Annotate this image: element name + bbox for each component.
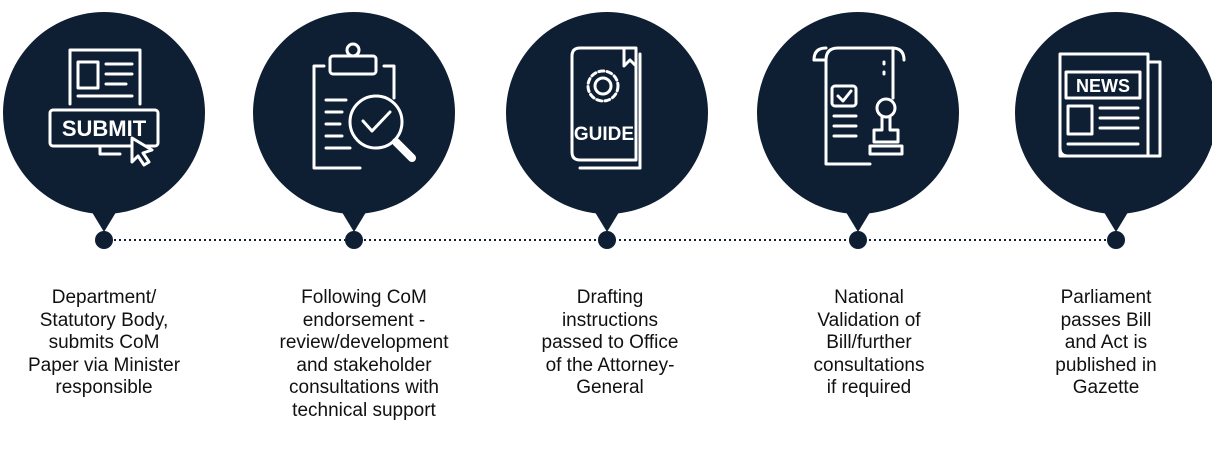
guide-book-icon: GUIDE — [570, 46, 642, 170]
step-1-node: SUBMIT — [3, 12, 205, 249]
step-1-circle — [3, 12, 205, 214]
step-3-caption: Drafting instructions passed to Office o… — [541, 287, 679, 398]
step-3-circle — [506, 12, 708, 214]
document-stamp-icon — [812, 46, 906, 166]
step-3-node: GUIDE — [506, 12, 708, 249]
step-5-caption: Parliament passes Bill and Act is publis… — [1055, 287, 1157, 398]
step-2-circle — [253, 12, 455, 214]
submit-document-icon: SUBMIT — [48, 48, 160, 167]
clipboard-review-icon — [312, 42, 416, 170]
step-5-icon-text: NEWS — [1076, 76, 1130, 96]
step-1-dot — [95, 231, 113, 249]
step-3-dot — [598, 231, 616, 249]
step-2-node — [253, 12, 455, 249]
step-4-caption: National Validation of Bill/further cons… — [813, 287, 925, 398]
step-1-icon-text: SUBMIT — [62, 116, 147, 141]
step-5-dot — [1107, 231, 1125, 249]
step-4-node — [757, 12, 959, 249]
newspaper-icon: NEWS — [1058, 52, 1162, 158]
step-4-dot — [849, 231, 867, 249]
step-4-circle — [757, 12, 959, 214]
step-2-caption: Following CoM endorsement - review/devel… — [279, 287, 449, 421]
step-3-icon-text: GUIDE — [574, 124, 634, 145]
step-5-circle — [1015, 12, 1212, 214]
step-2-dot — [345, 231, 363, 249]
step-5-node: NEWS — [1015, 12, 1212, 249]
step-1-caption: Department/ Statutory Body, submits CoM … — [27, 287, 181, 398]
